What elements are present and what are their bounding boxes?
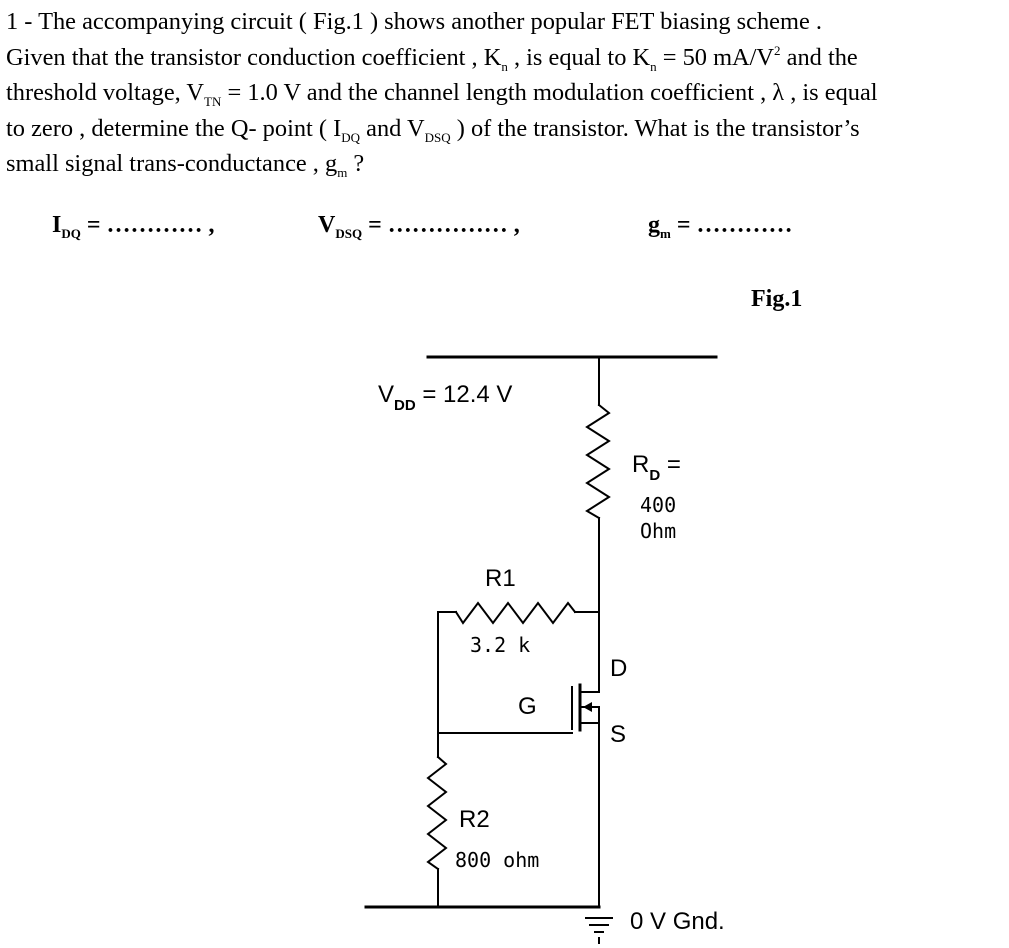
resistor-r1: [454, 601, 577, 625]
question-line-2: Given that the transistor conduction coe…: [6, 42, 858, 74]
figure-label: Fig.1: [751, 286, 803, 312]
vdsq-answer: VDSQ = …………… ,: [318, 212, 520, 241]
body-arrow-icon: [583, 702, 592, 712]
question-text: 1 - The accompanying circuit ( Fig.1 ) s…: [6, 4, 1006, 182]
gate-label: G: [518, 693, 537, 720]
resistor-r2: [426, 755, 448, 871]
question-line-3: threshold voltage, VTN = 1.0 V and the c…: [6, 79, 878, 109]
rd-label: RD =: [632, 451, 681, 484]
rd-value: 400: [640, 493, 676, 517]
question-line-4: to zero , determine the Q- point ( IDQ a…: [6, 114, 860, 145]
rd-unit: Ohm: [640, 519, 676, 543]
r1-name: R1: [485, 565, 516, 592]
answer-line: IDQ = ………… , VDSQ = …………… , gm = …………: [0, 212, 1009, 252]
gm-answer: gm = …………: [648, 212, 793, 241]
r2-value: 800 ohm: [455, 848, 539, 872]
r2-name: R2: [459, 806, 490, 833]
question-line-1: 1 - The accompanying circuit ( Fig.1 ) s…: [6, 8, 823, 35]
vdd-label: VDD = 12.4 V: [378, 381, 512, 414]
ground-label: 0 V Gnd.: [630, 908, 725, 935]
source-label: S: [610, 721, 626, 748]
drain-label: D: [610, 655, 627, 682]
question-line-5: small signal trans-conductance , gm ?: [6, 150, 365, 180]
idq-answer: IDQ = ………… ,: [52, 212, 215, 241]
resistor-rd: [585, 403, 611, 520]
r1-value: 3.2 k: [470, 633, 530, 657]
